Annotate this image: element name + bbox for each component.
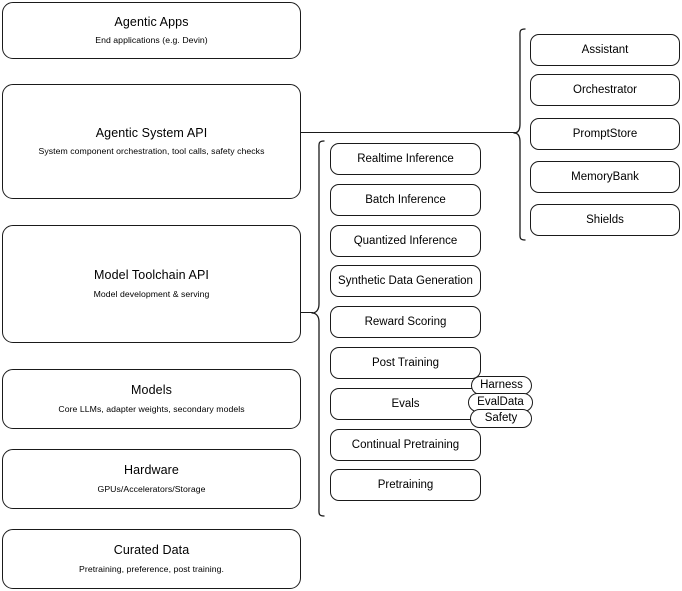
connector-line-system-api bbox=[301, 132, 517, 134]
component-label: Reward Scoring bbox=[364, 315, 447, 328]
component-label: Synthetic Data Generation bbox=[338, 274, 473, 287]
layer-subtitle: Model development & serving bbox=[93, 288, 210, 299]
layer-title: Agentic System API bbox=[95, 125, 208, 140]
component-memorybank[interactable]: MemoryBank bbox=[530, 161, 680, 193]
connector-line-toolchain-api bbox=[301, 312, 313, 314]
layer-title: Model Toolchain API bbox=[94, 268, 209, 283]
evals-subcomponent-label: Safety bbox=[484, 411, 518, 424]
component-shields[interactable]: Shields bbox=[530, 204, 680, 236]
layer-subtitle: GPUs/Accelerators/Storage bbox=[97, 483, 206, 494]
component-label: Orchestrator bbox=[573, 83, 637, 96]
component-label: Quantized Inference bbox=[353, 234, 458, 247]
layer-agentic-system-api[interactable]: Agentic System API System component orch… bbox=[2, 84, 301, 199]
layer-model-toolchain-api[interactable]: Model Toolchain API Model development & … bbox=[2, 225, 301, 343]
component-promptstore[interactable]: PromptStore bbox=[530, 118, 680, 150]
component-evals[interactable]: Evals bbox=[330, 388, 481, 420]
component-label: Realtime Inference bbox=[357, 152, 454, 165]
component-post-training[interactable]: Post Training bbox=[330, 347, 481, 379]
component-pretraining[interactable]: Pretraining bbox=[330, 469, 481, 501]
evals-subcomponent-harness[interactable]: Harness bbox=[471, 376, 532, 395]
component-batch-inference[interactable]: Batch Inference bbox=[330, 184, 481, 216]
layer-models[interactable]: Models Core LLMs, adapter weights, secon… bbox=[2, 369, 301, 429]
component-label: Assistant bbox=[581, 43, 629, 56]
component-label: Pretraining bbox=[377, 478, 434, 491]
component-assistant[interactable]: Assistant bbox=[530, 34, 680, 66]
component-quantized-inference[interactable]: Quantized Inference bbox=[330, 225, 481, 257]
layer-subtitle: Pretraining, preference, post training. bbox=[79, 563, 224, 574]
layer-title: Hardware bbox=[124, 463, 179, 478]
component-label: Post Training bbox=[371, 356, 440, 369]
brace-system-components bbox=[513, 28, 526, 241]
component-synthetic-data-generation[interactable]: Synthetic Data Generation bbox=[330, 265, 481, 297]
layer-curated-data[interactable]: Curated Data Pretraining, preference, po… bbox=[2, 529, 301, 589]
evals-subcomponent-label: EvalData bbox=[477, 395, 524, 408]
component-label: PromptStore bbox=[572, 127, 638, 140]
evals-subcomponent-safety[interactable]: Safety bbox=[470, 409, 532, 428]
component-orchestrator[interactable]: Orchestrator bbox=[530, 74, 680, 106]
brace-toolchain-components bbox=[311, 140, 325, 517]
layer-subtitle: End applications (e.g. Devin) bbox=[95, 35, 208, 46]
layer-hardware[interactable]: Hardware GPUs/Accelerators/Storage bbox=[2, 449, 301, 509]
component-continual-pretraining[interactable]: Continual Pretraining bbox=[330, 429, 481, 461]
component-reward-scoring[interactable]: Reward Scoring bbox=[330, 306, 481, 338]
layer-title: Models bbox=[131, 383, 172, 398]
component-label: MemoryBank bbox=[571, 170, 639, 183]
component-label: Continual Pretraining bbox=[351, 438, 460, 451]
component-realtime-inference[interactable]: Realtime Inference bbox=[330, 143, 481, 175]
evals-subcomponent-label: Harness bbox=[480, 378, 523, 391]
component-label: Shields bbox=[586, 213, 624, 226]
layer-title: Agentic Apps bbox=[114, 14, 189, 29]
layer-title: Curated Data bbox=[113, 543, 190, 558]
layer-subtitle: Core LLMs, adapter weights, secondary mo… bbox=[58, 403, 245, 414]
component-label: Evals bbox=[391, 397, 420, 410]
component-label: Batch Inference bbox=[365, 193, 446, 206]
layer-subtitle: System component orchestration, tool cal… bbox=[38, 146, 265, 157]
layer-agentic-apps[interactable]: Agentic Apps End applications (e.g. Devi… bbox=[2, 2, 301, 59]
